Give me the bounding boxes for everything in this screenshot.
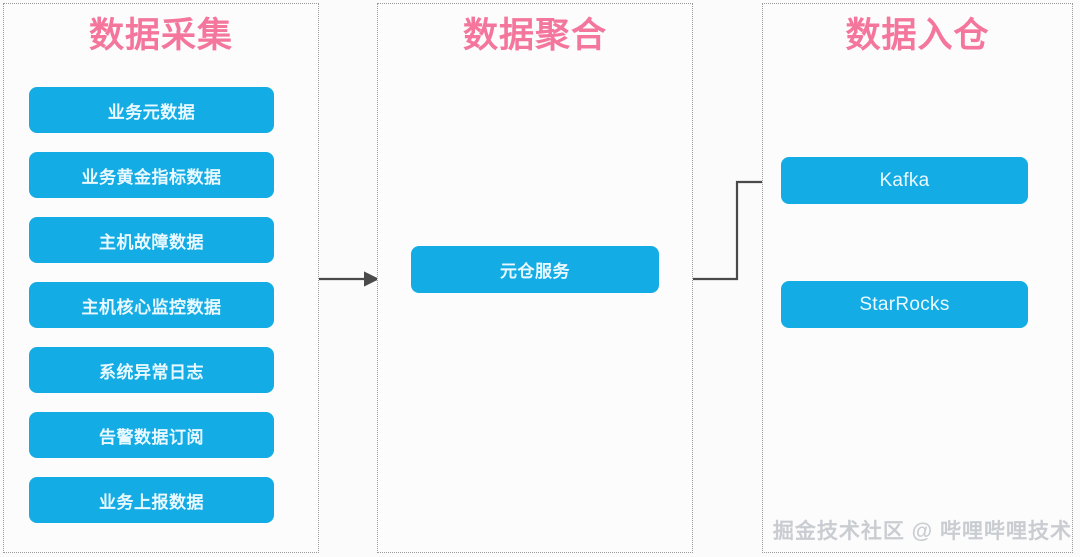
group-data-warehousing: 数据入仓 bbox=[762, 3, 1073, 553]
node-alarm-data-subscription[interactable]: 告警数据订阅 bbox=[29, 412, 274, 458]
node-kafka[interactable]: Kafka bbox=[781, 157, 1028, 204]
node-host-core-monitoring[interactable]: 主机核心监控数据 bbox=[29, 282, 274, 328]
node-business-report-data[interactable]: 业务上报数据 bbox=[29, 477, 274, 523]
node-starrocks[interactable]: StarRocks bbox=[781, 281, 1028, 328]
node-host-fault-data[interactable]: 主机故障数据 bbox=[29, 217, 274, 263]
node-business-golden-metrics[interactable]: 业务黄金指标数据 bbox=[29, 152, 274, 198]
group-data-collection: 数据采集 业务元数据 业务黄金指标数据 主机故障数据 主机核心监控数据 系统异常… bbox=[3, 3, 319, 553]
node-system-exception-logs[interactable]: 系统异常日志 bbox=[29, 347, 274, 393]
node-business-metadata[interactable]: 业务元数据 bbox=[29, 87, 274, 133]
group-title-data-aggregation: 数据聚合 bbox=[462, 16, 607, 55]
watermark-text: 掘金技术社区 @ 哔哩哔哩技术 bbox=[772, 520, 1072, 543]
node-meta-warehouse-service[interactable]: 元仓服务 bbox=[411, 246, 659, 293]
group-title-data-warehousing: 数据入仓 bbox=[845, 16, 990, 55]
group-title-data-collection: 数据采集 bbox=[88, 16, 233, 55]
